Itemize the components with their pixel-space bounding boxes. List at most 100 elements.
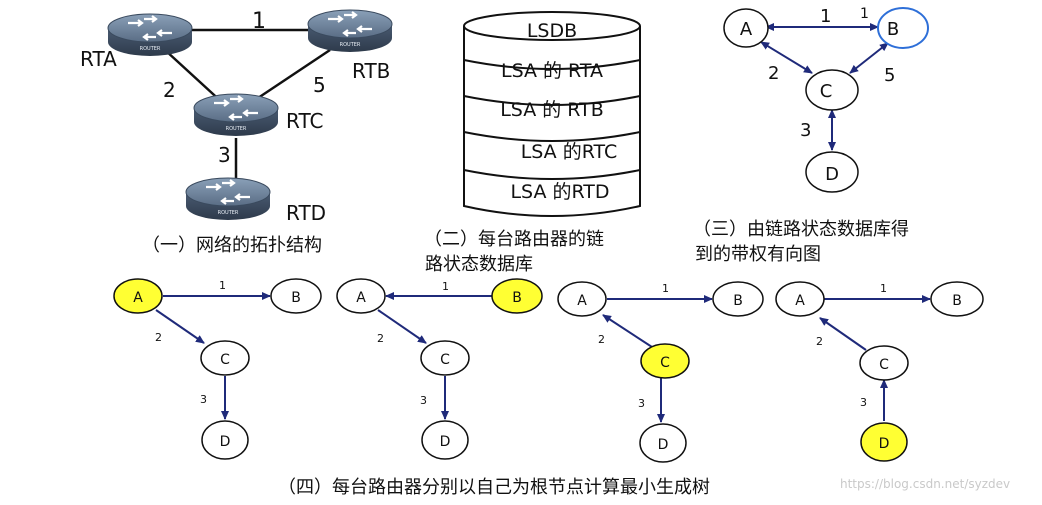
tree-node <box>930 281 984 317</box>
tree-node-label: C <box>879 357 889 373</box>
link-cost: 3 <box>218 143 231 167</box>
spt-tree-c: A B C D 2 1 3 <box>557 281 764 463</box>
graph-node-c <box>805 69 859 111</box>
panel-topology: ROUTER ROUTER ROUTER <box>80 9 393 256</box>
link-rtb-rtc <box>254 48 331 102</box>
router-icon: ROUTER <box>193 93 279 136</box>
tree-node <box>775 281 825 317</box>
router-icon: ROUTER <box>307 9 393 52</box>
database-cylinder-icon <box>463 11 641 217</box>
tree-node-label: D <box>220 434 231 450</box>
caption-lsdb-line2: 路状态数据库 <box>425 254 533 275</box>
tree-node-label: D <box>440 434 451 450</box>
tree-edge-cost: 3 <box>420 394 427 407</box>
router-label-rta: RTA <box>80 47 117 71</box>
tree-node <box>712 281 764 317</box>
tree-node-label: D <box>658 437 669 453</box>
tree-node-label: B <box>733 293 743 309</box>
tree-edge-cost: 3 <box>200 393 207 406</box>
lsdb-row: LSA 的RTD <box>510 181 609 203</box>
graph-node-label: C <box>820 81 833 102</box>
edge-a-c <box>760 41 813 74</box>
caption-topology: （一）网络的拓扑结构 <box>142 235 322 256</box>
graph-node-label: B <box>887 19 899 40</box>
tree-node-label: B <box>952 293 962 309</box>
tree-node <box>639 423 687 463</box>
graph-node-a <box>723 8 769 48</box>
router-icon: ROUTER <box>185 177 271 220</box>
tree-edge-cost: 1 <box>219 279 226 292</box>
router-badge: ROUTER <box>340 42 361 48</box>
tree-node <box>859 345 909 381</box>
router-label-rtd: RTD <box>286 201 326 225</box>
tree-node <box>420 340 470 376</box>
tree-node-label: C <box>440 352 450 368</box>
tree-node <box>557 281 607 317</box>
graph-node-b <box>877 7 929 49</box>
tree-edge-cost: 1 <box>880 282 887 295</box>
lsdb-row: LSA 的RTC <box>521 141 618 163</box>
edge-cost: 1 <box>860 6 869 22</box>
tree-edge-cost: 3 <box>638 397 645 410</box>
spt-tree-d: A B C D 3 2 1 <box>775 281 984 462</box>
spt-tree-a: A B C D 1 2 3 <box>113 278 322 460</box>
tree-node-label: C <box>220 352 230 368</box>
tree-node <box>270 278 322 314</box>
tree-node <box>201 420 249 460</box>
tree-node <box>336 278 386 314</box>
tree-edge <box>377 309 427 344</box>
graph-node-d <box>805 151 859 193</box>
tree-edge <box>602 314 653 348</box>
tree-node-label: A <box>577 293 587 309</box>
graph-node-label: D <box>825 164 839 185</box>
router-badge: ROUTER <box>218 210 239 216</box>
edge-b-c <box>849 42 889 74</box>
watermark: https://blog.csdn.net/syzdev <box>840 477 1010 491</box>
tree-node <box>421 420 469 460</box>
tree-node-label: D <box>879 436 890 452</box>
tree-edge <box>819 317 867 351</box>
tree-root-node <box>113 278 163 314</box>
edge-cost: 2 <box>768 63 779 84</box>
lsdb-row: LSA 的 RTA <box>501 60 603 82</box>
tree-edge-cost: 3 <box>860 396 867 409</box>
tree-node-label: A <box>356 290 366 306</box>
panel-lsdb: LSDB LSA 的 RTA LSA 的 RTB LSA 的RTC LSA 的R… <box>424 11 641 275</box>
tree-node-label: B <box>512 290 522 306</box>
tree-edge-cost: 2 <box>816 335 823 348</box>
graph-node-label: A <box>740 19 753 40</box>
tree-edge-cost: 2 <box>155 331 162 344</box>
tree-edge <box>155 309 205 344</box>
panel-graph: A B C D 1 1 2 5 3 （三）由链路状态数据库得 到的带权有向图 <box>693 6 929 265</box>
lsdb-row: LSDB <box>527 20 577 42</box>
caption-graph: （三）由链路状态数据库得 <box>693 219 909 240</box>
panel-spt: A B C D 1 2 3 A B C D 1 2 3 <box>113 278 984 498</box>
link-cost: 1 <box>252 9 266 34</box>
edge-cost: 3 <box>800 120 811 141</box>
tree-root-node <box>640 343 690 379</box>
tree-root-node <box>860 422 908 462</box>
link-cost: 2 <box>163 78 176 102</box>
caption-lsdb: （二）每台路由器的链 <box>424 229 604 250</box>
edge-cost: 1 <box>820 6 831 27</box>
caption-graph-line2: 到的带权有向图 <box>695 244 821 265</box>
router-badge: ROUTER <box>226 126 247 132</box>
tree-edge-cost: 2 <box>598 333 605 346</box>
router-label-rtb: RTB <box>352 59 390 83</box>
caption-spt: （四）每台路由器分别以自己为根节点计算最小生成树 <box>278 477 710 498</box>
edge-cost: 5 <box>884 65 895 86</box>
router-icon: ROUTER <box>107 13 193 56</box>
router-label-rtc: RTC <box>286 109 323 133</box>
tree-root-node <box>491 278 543 314</box>
router-badge: ROUTER <box>140 46 161 52</box>
tree-node-label: C <box>660 355 670 371</box>
tree-edge-cost: 2 <box>377 332 384 345</box>
tree-node-label: A <box>795 293 805 309</box>
tree-node-label: A <box>133 290 143 306</box>
tree-node <box>200 340 250 376</box>
link-cost: 5 <box>313 73 326 97</box>
tree-edge-cost: 1 <box>442 280 449 293</box>
lsdb-row: LSA 的 RTB <box>500 99 604 121</box>
